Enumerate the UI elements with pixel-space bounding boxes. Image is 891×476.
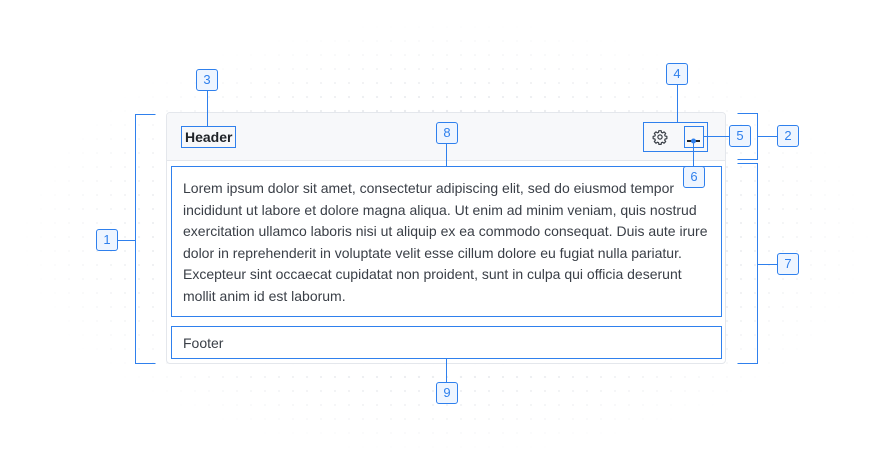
card-footer [171, 326, 722, 359]
bracket-7 [737, 163, 758, 364]
card-body [171, 166, 722, 317]
anchor-dot-6 [691, 138, 696, 144]
gear-icon[interactable] [652, 129, 668, 145]
body-text: Lorem ipsum dolor sit amet, consectetur … [183, 180, 708, 304]
callout-1: 1 [96, 229, 118, 251]
callout-3: 3 [196, 69, 218, 91]
callout-9: 9 [436, 382, 458, 404]
bracket-1 [135, 114, 156, 364]
footer-text: Footer [183, 335, 224, 351]
callout-6: 6 [683, 166, 705, 188]
callout-4: 4 [666, 63, 688, 85]
callout-8: 8 [436, 122, 458, 144]
header-title: Header [181, 126, 237, 148]
callout-2: 2 [777, 125, 799, 147]
callout-7: 7 [777, 253, 799, 275]
callout-5: 5 [729, 125, 751, 147]
